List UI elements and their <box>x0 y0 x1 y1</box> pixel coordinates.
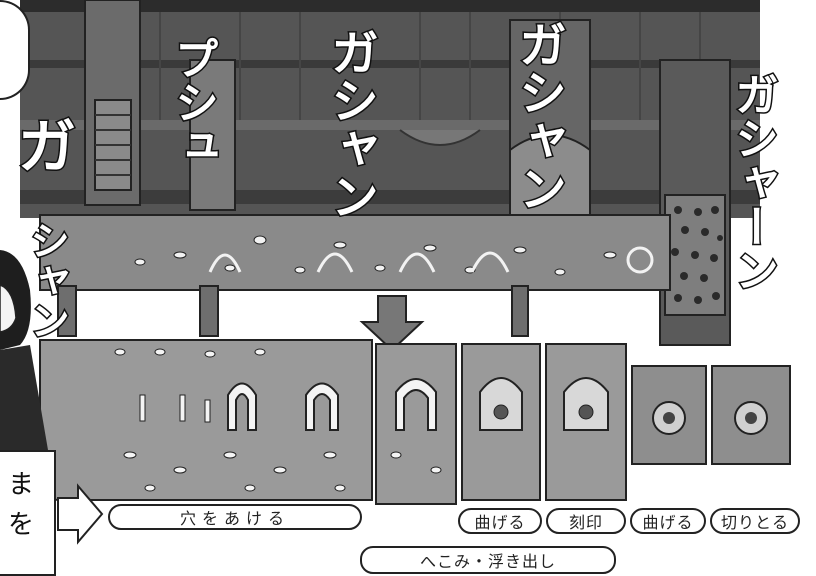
press-column-mid <box>189 19 591 221</box>
person-figure <box>0 250 48 455</box>
sfx-gashan-1: ガシャン <box>321 27 380 222</box>
cloud-bubble <box>0 0 30 100</box>
label-stamp: 刻印 <box>546 508 626 534</box>
label-emboss: へこみ・浮き出し <box>360 546 616 574</box>
down-arrow <box>359 295 425 352</box>
speech-bubble: ま を <box>0 450 56 576</box>
label-bend-1: 曲げる <box>458 508 542 534</box>
strip-segment-1 <box>375 343 457 505</box>
metal-strip-lower <box>39 339 791 505</box>
label-bend-2: 曲げる <box>630 508 706 534</box>
speech-line-1: ま <box>8 470 35 500</box>
pointer-arrow <box>57 483 104 545</box>
strip-segment-3 <box>545 343 627 501</box>
guide-pins <box>57 285 529 337</box>
sfx-gashan-2: ガシャン <box>509 19 568 214</box>
strip-segment-5 <box>711 365 791 465</box>
sfx-gashan-right: ガシャーン <box>726 71 780 294</box>
sfx-pushun: プシュ <box>166 35 220 170</box>
press-column-right <box>659 59 731 346</box>
speech-line-2: を <box>8 510 35 540</box>
label-holes: 穴をあける <box>108 504 362 530</box>
label-cut: 切りとる <box>710 508 800 534</box>
strip-segment-2 <box>461 343 541 501</box>
strip-segment-4 <box>631 365 707 465</box>
sfx-shan-left: シャン <box>22 219 71 342</box>
sfx-ga-left: ガ <box>16 113 77 181</box>
metal-strip-upper <box>39 214 671 291</box>
press-column-left <box>84 0 141 206</box>
